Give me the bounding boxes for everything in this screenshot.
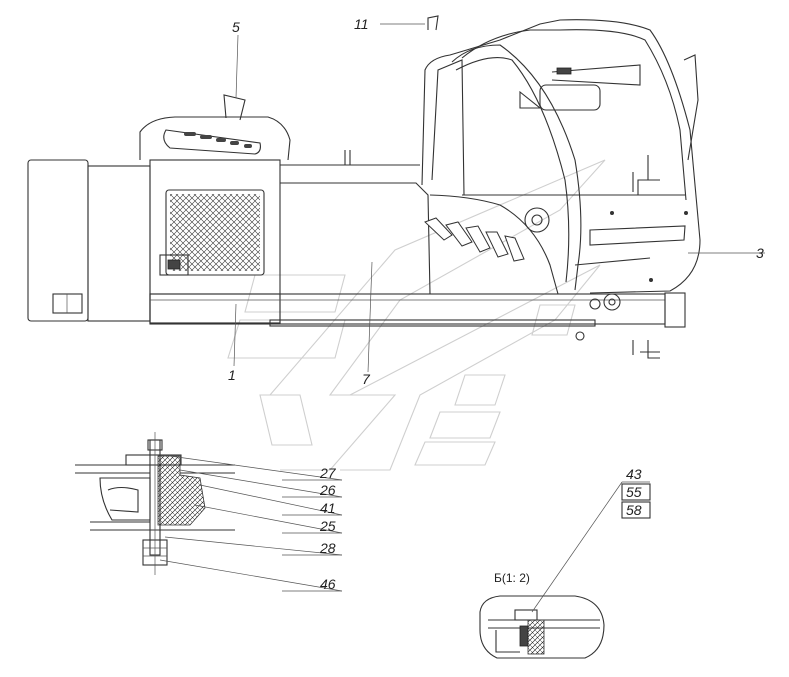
callout-55: 55: [626, 484, 642, 500]
callout-43: 43: [626, 466, 642, 482]
callout-28: 28: [319, 540, 336, 556]
leader-lines: [233, 23, 765, 373]
callout-5: 5: [232, 19, 240, 35]
callout-41: 41: [320, 500, 336, 516]
view-label: Б(1: 2): [494, 571, 530, 585]
machine-side-view: [27, 15, 701, 359]
watermark-logo: [227, 159, 606, 471]
callout-46: 46: [320, 576, 336, 592]
detail-view-b: [479, 481, 651, 659]
callout-labels: 1 3 5 7 11 27 26 41 25 28 46 43 55 58: [228, 16, 764, 592]
callout-26: 26: [319, 482, 336, 498]
callout-25: 25: [319, 518, 336, 534]
mount-section-view: [75, 432, 343, 592]
callout-7: 7: [362, 371, 371, 387]
callout-27: 27: [319, 465, 337, 481]
callout-11: 11: [354, 16, 369, 32]
callout-58: 58: [626, 502, 642, 518]
callout-3: 3: [756, 245, 764, 261]
callout-1: 1: [228, 367, 236, 383]
